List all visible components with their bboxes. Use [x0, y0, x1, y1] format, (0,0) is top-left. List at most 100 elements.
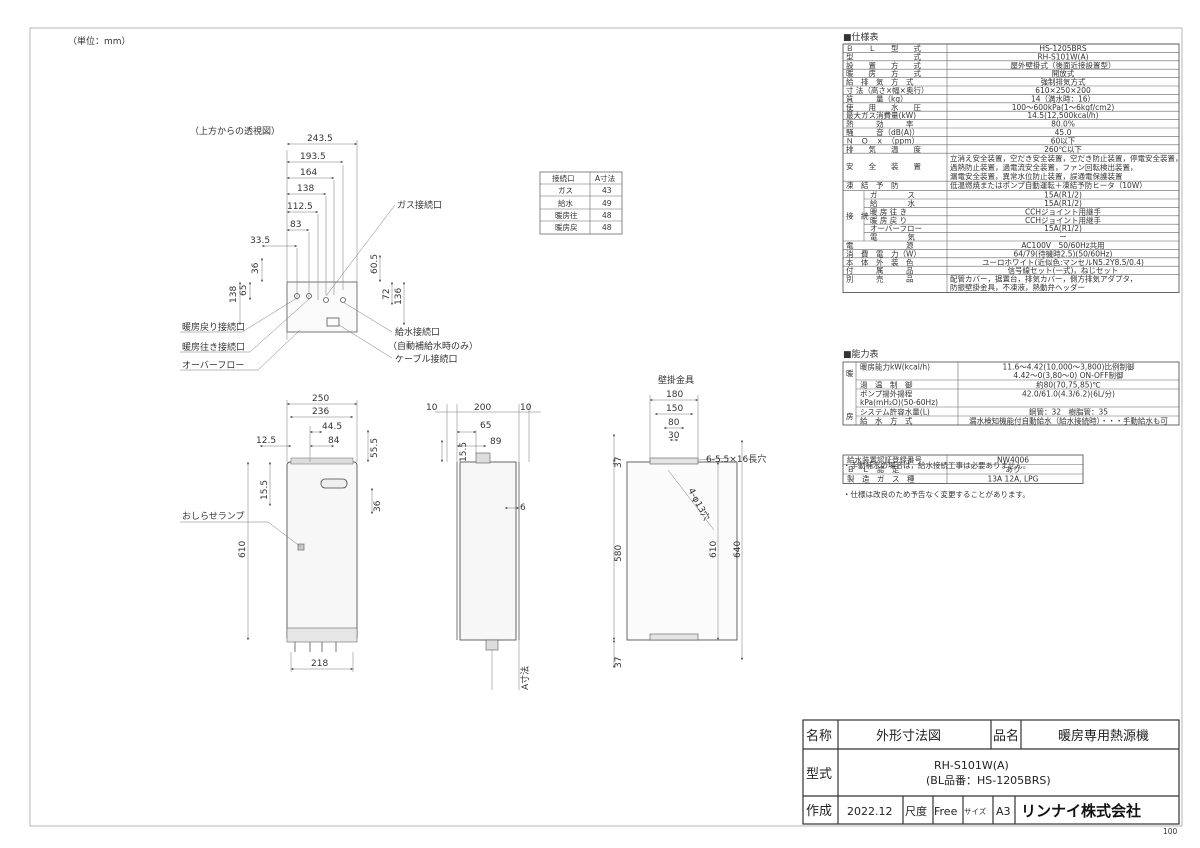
spec-value: 80.0% — [1051, 120, 1075, 129]
top-dim-5: 112.5 — [287, 202, 313, 212]
spec-value: ユーロホワイト(近似色:マンセルN5.2Y8.5/0.4) — [982, 257, 1144, 267]
perf-value: 11.6～4.42(10,000～3,800)比例制御 — [1003, 362, 1135, 372]
perf-value: 約80(70,75,85)℃ — [1036, 380, 1101, 390]
spec-value: 14（満水時：16） — [1031, 93, 1095, 103]
port-return — [294, 293, 300, 299]
unit-note: （単位：mm） — [68, 35, 131, 47]
spec-safety-line: 立消え安全装置，空だき安全装置，空だき防止装置，停電安全装置， — [950, 153, 1183, 163]
top-dim-3: 164 — [300, 168, 317, 178]
spec-label: 安 全 装 置 — [846, 161, 921, 171]
mount-dim-37-top: 37 — [614, 457, 624, 468]
title-model-line1: RH-S101W(A) — [934, 759, 1009, 772]
cert-label: Ｂ Ｌ 認 定 — [847, 464, 900, 474]
front-view: 250 236 44.5 84 12.5 55.5 15.5 36 610 21… — [180, 394, 383, 672]
top-vdim-6: 136 — [394, 288, 404, 305]
top-vdim-5: 72 — [382, 289, 392, 300]
spec-value: 610×250×200 — [1035, 86, 1091, 95]
spec-label: 設 置 方 式 — [846, 60, 921, 70]
cert-value: 13A 12A, LPG — [987, 475, 1038, 484]
title-scale-label: 尺度 — [905, 804, 927, 818]
spec-label: 質 量（kg） — [846, 93, 908, 103]
mount-hole: 6-5.5×16長穴 — [706, 453, 766, 465]
spec-value: 開放式 — [1052, 68, 1075, 78]
title-block: 名称 外形寸法図 品名 暖房専用熱源機 型式 RH-S101W(A) (BL品番… — [802, 719, 1180, 836]
cert-label: 製 造 ガ ス 種 — [847, 474, 915, 484]
perf-side-label: 房 — [846, 411, 854, 421]
front-dim-55-5: 55.5 — [370, 438, 380, 458]
port-cable — [326, 317, 340, 327]
a-table-row-port: ガス — [558, 185, 573, 195]
spec-label: 最大ガス消費量(kW) — [846, 110, 916, 120]
perf-side-label: 暖 — [846, 369, 854, 378]
spec-conn-label: 給 水 — [870, 198, 915, 208]
spec-label: 消 費 電 力（W） — [846, 248, 921, 258]
title-product-value: 暖房専用熱源機 — [1058, 728, 1149, 744]
mount-view: 壁掛金具 180 150 80 30 6-5.5×16長穴 4-φ13穴 37 … — [612, 374, 766, 669]
spec-value: 14.5(12,500kcal/h) — [1027, 111, 1098, 120]
top-dim-4: 138 — [297, 184, 314, 194]
perf-label: kPa(mH₂O)(50-60Hz) — [860, 398, 938, 407]
spec-label: 別 売 品 — [846, 274, 914, 284]
callout-gas: ガス接続口 — [397, 199, 442, 211]
front-dim-44-5: 44.5 — [322, 422, 342, 432]
spec-title: ■仕様表 — [843, 31, 879, 43]
title-size-label: サイズ — [964, 806, 987, 816]
cert-value: NW4006 — [997, 456, 1029, 465]
title-name-value: 外形寸法図 — [876, 729, 941, 744]
front-handle — [320, 478, 348, 489]
port-water — [340, 297, 346, 303]
callout-return: 暖房戻り接続口 — [182, 321, 245, 333]
side-dim-10-left: 10 — [426, 403, 438, 413]
mount-dim-80: 80 — [668, 418, 680, 428]
spec-safety-line: 漏電安全装置，異常水位防止装置，誤通電保護装置 — [950, 171, 1123, 181]
spec-value: AC100V 50/60Hz共用 — [1021, 241, 1104, 250]
a-table-row-port: 給水 — [558, 198, 573, 208]
spec-label: 寸 法（高さ×幅×奥行） — [846, 85, 928, 95]
a-table-header-a: A寸法 — [595, 173, 616, 183]
perf-label: 湯 温 制 御 — [860, 380, 913, 390]
spec-value: 15A(R1/2) — [1044, 191, 1082, 200]
spec-value: 防振壁掛金具，不凍液，熱動弁ヘッダー — [950, 282, 1085, 292]
perf-title: ■能力表 — [843, 348, 879, 360]
side-dim-10-right: 10 — [520, 403, 532, 413]
spec-value: 屋外壁掛式（後面近接設置型） — [1011, 60, 1116, 70]
a-table-row-a: 48 — [602, 223, 612, 232]
spec-conn-label: 電 気 — [870, 232, 915, 242]
top-vdim-1: 36 — [251, 262, 261, 274]
mount-bracket-top — [649, 457, 699, 465]
a-table-header-port: 接続口 — [552, 173, 575, 183]
side-dim-200: 200 — [474, 403, 491, 413]
side-dim-a: A寸法 — [519, 666, 531, 690]
callout-notice-lamp: おしらせランプ — [182, 511, 245, 522]
cert-label: 給水装置認証登録番号 — [847, 455, 922, 465]
spec-value: 強制排気方式 — [1041, 77, 1086, 87]
side-view: 10 200 10 65 89 15.5 6 A寸法 — [426, 403, 541, 690]
perf-label: システム許容水量(L) — [860, 407, 930, 417]
callout-supply: 暖房往き接続口 — [182, 341, 245, 353]
cert-table: 給水装置認証登録番号 NW4006 Ｂ Ｌ 認 定 あり製 造 ガ ス 種 13A 12… — [842, 455, 1084, 499]
spec-conn-label: 暖 房 戻 り — [870, 215, 907, 225]
spec-value: CCHジョイント用継手 — [1025, 206, 1102, 216]
spec-label: 付 属 品 — [846, 265, 914, 275]
title-model-label: 型式 — [806, 767, 832, 782]
mount-dim-610: 610 — [709, 541, 719, 558]
perf-value: 銅管：32 樹脂管：35 — [1029, 407, 1108, 417]
a-table-row-a: 43 — [602, 186, 612, 195]
cert-value: あり — [1006, 465, 1021, 474]
top-vdim-3: 65 — [239, 285, 249, 296]
perf-table: ■能力表 暖房能力kW(kcal/h)11.6～4.42(10,000～3,80… — [842, 348, 1180, 470]
spec-value: 100～600kPa(1～6kgf/cm2) — [1012, 103, 1115, 112]
top-dim-1: 243.5 — [307, 134, 333, 144]
spec-label: 給 排 気 方 式 — [846, 77, 914, 87]
port-supply — [306, 293, 312, 299]
side-dim-89: 89 — [490, 437, 502, 447]
a-table-row-a: 48 — [602, 211, 612, 220]
mount-title: 壁掛金具 — [658, 374, 694, 386]
spec-value: RH-S101W(A) — [1037, 52, 1088, 61]
spec-label: 凍 結 予 防 — [846, 180, 899, 190]
mount-outline — [626, 461, 738, 641]
front-dim-36: 36 — [373, 500, 383, 512]
title-date-label: 作成 — [806, 804, 832, 819]
perf-value: 漏水検知機能付自動給水（給水接続時）・・・手動給水も可 — [969, 416, 1168, 426]
perf-label: ポンプ揚外揚程 — [860, 389, 913, 399]
